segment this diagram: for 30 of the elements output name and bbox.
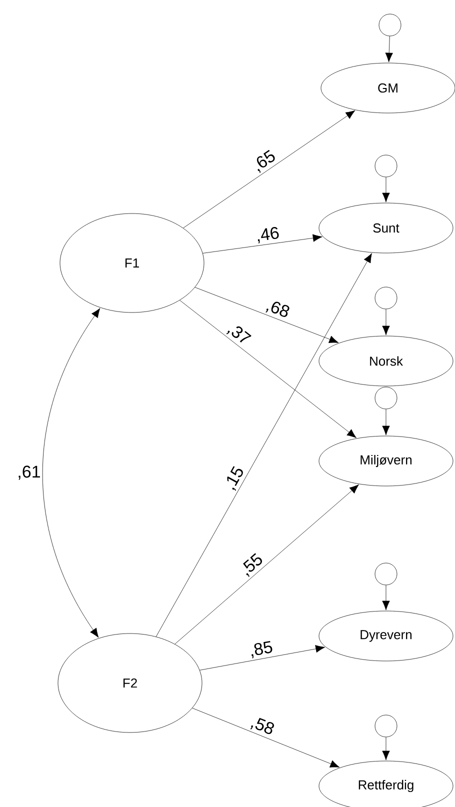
- error-circle: [374, 386, 398, 410]
- path-arrow: [385, 36, 393, 62]
- path-arrow: [180, 300, 356, 438]
- edge-label: ,46: [254, 225, 282, 245]
- error-circle: [374, 286, 398, 310]
- path-arrow: [382, 309, 390, 336]
- edge-label: ,85: [246, 639, 276, 660]
- path-arrow: [192, 708, 340, 768]
- edge-label: ,37: [224, 320, 254, 349]
- error-circle: [378, 14, 402, 36]
- error-circle: [374, 154, 398, 178]
- path-arrow: [183, 110, 356, 228]
- edge-label: ,61: [16, 464, 42, 481]
- edge-label: ,68: [262, 297, 292, 322]
- path-arrow: [382, 737, 390, 760]
- edge-label: ,65: [249, 148, 280, 176]
- covariance-arrow: [42, 308, 100, 638]
- path-arrow: [174, 484, 359, 644]
- path-arrow: [156, 253, 372, 637]
- path-arrow: [194, 287, 339, 343]
- path-arrow: [200, 645, 326, 670]
- path-arrow: [382, 177, 390, 202]
- error-circle: [374, 562, 398, 586]
- error-circle: [374, 714, 398, 738]
- path-arrow: [382, 409, 390, 436]
- edge-label: ,58: [247, 714, 278, 739]
- path-arrow: [382, 585, 390, 610]
- edge-label: ,55: [237, 550, 267, 580]
- edge-label: ,15: [221, 464, 248, 494]
- path-arrow: [202, 234, 322, 254]
